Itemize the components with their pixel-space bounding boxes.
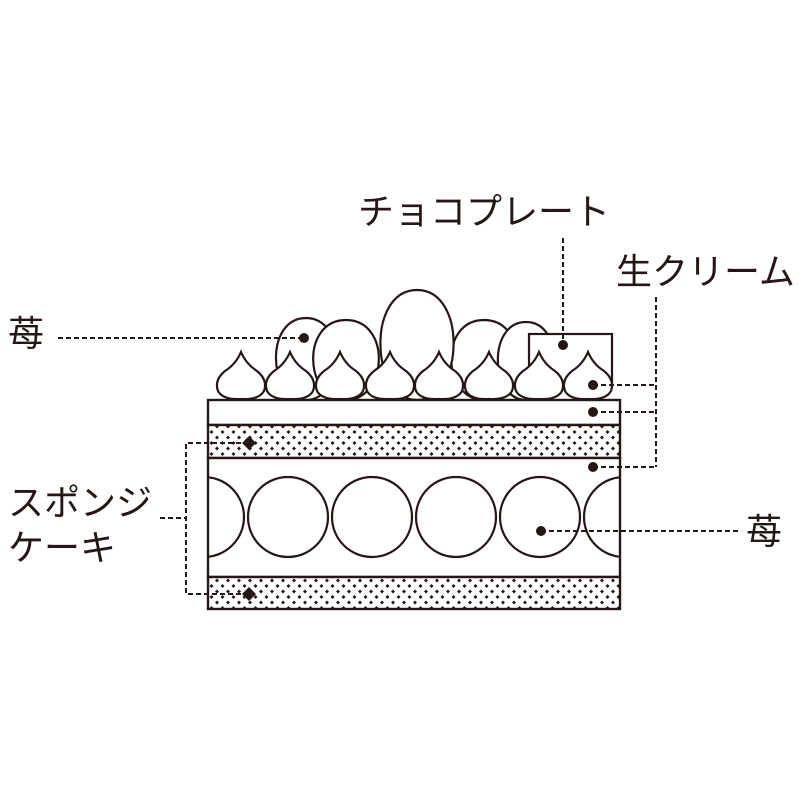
dot-sponge-top	[242, 436, 256, 450]
dot-cream-1	[588, 380, 598, 390]
strawberry-slice	[208, 476, 246, 558]
dot-strawberry-middle	[536, 526, 546, 536]
strawberry-slice	[414, 475, 498, 559]
strawberry-slice	[330, 475, 414, 559]
cream-layer-middle	[206, 456, 622, 579]
dot-cream-2	[588, 407, 598, 417]
dot-chocolate-plate	[558, 340, 568, 350]
dot-cream-3	[588, 462, 598, 472]
strawberry-slices	[208, 475, 620, 559]
leader-dots	[242, 333, 598, 601]
label-sponge-line1: スポンジ	[8, 483, 152, 524]
cake-body	[206, 398, 622, 611]
label-chocolate-plate: チョコプレート	[358, 192, 610, 233]
strawberry-slice	[582, 476, 620, 558]
label-strawberry-top: 苺	[8, 314, 44, 355]
strawberry-slices-clip	[208, 475, 620, 559]
leader-sponge-bracket	[185, 442, 249, 595]
strawberry-slice	[246, 475, 330, 559]
dot-sponge-bottom	[242, 587, 256, 601]
label-fresh-cream: 生クリーム	[616, 252, 795, 293]
cream-drops	[215, 349, 614, 401]
cream-drop	[215, 349, 267, 401]
cream-layer-top	[206, 398, 622, 427]
label-sponge-line2: ケーキ	[8, 528, 116, 569]
leader-lines	[58, 238, 740, 595]
sponge-layer-top	[206, 423, 622, 460]
strawberry-slice	[498, 475, 582, 559]
sponge-layer-bottom	[206, 575, 622, 611]
dot-strawberry-top	[299, 333, 309, 343]
label-strawberry-middle: 苺	[746, 512, 782, 553]
